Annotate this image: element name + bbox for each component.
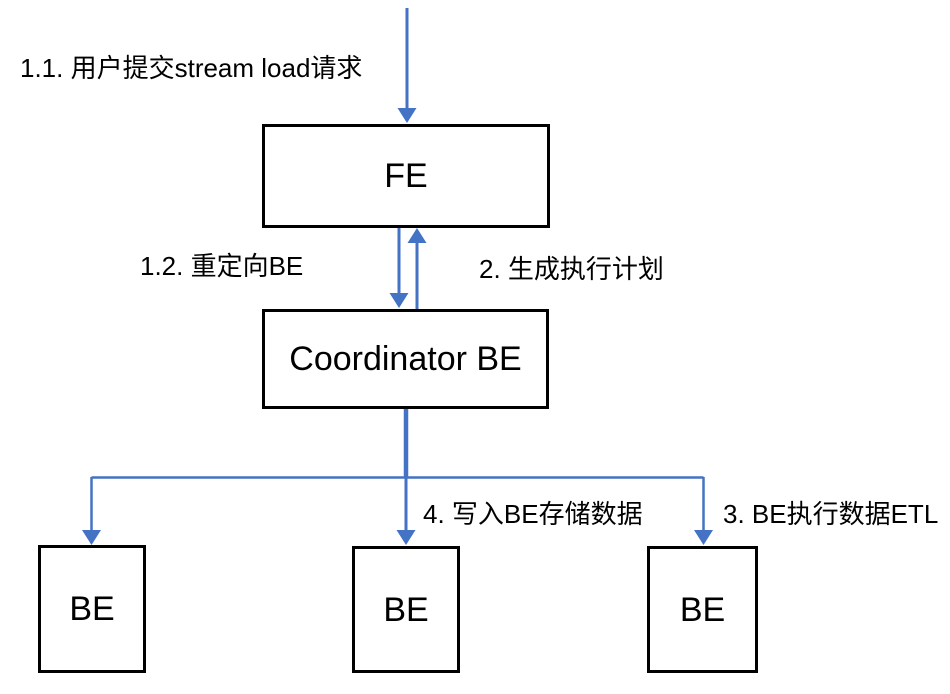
annotation-step-2: 2. 生成执行计划 — [479, 254, 664, 284]
annotation-step-1-2: 1.2. 重定向BE — [140, 251, 304, 281]
node-fe-label: FE — [384, 157, 428, 195]
node-be-2-label: BE — [383, 590, 429, 629]
arrow-coordinator-to-be3 — [694, 477, 713, 545]
node-fe: FE — [262, 124, 550, 228]
node-be-1: BE — [38, 545, 146, 673]
node-coordinator-be: Coordinator BE — [262, 309, 549, 409]
arrow-user-to-fe — [397, 8, 417, 123]
node-be-3-label: BE — [679, 590, 726, 629]
arrow-coordinator-to-fe — [407, 228, 427, 309]
node-be-1-label: BE — [69, 590, 115, 628]
node-be-3: BE — [647, 546, 758, 673]
node-coordinator-be-label: Coordinator BE — [289, 340, 522, 378]
annotation-step-1-1: 1.1. 用户提交stream load请求 — [20, 53, 363, 83]
arrow-coordinator-to-be1 — [82, 477, 101, 545]
annotation-step-4: 4. 写入BE存储数据 — [423, 499, 643, 529]
node-be-2: BE — [352, 546, 460, 673]
annotation-step-3: 3. BE执行数据ETL — [723, 499, 939, 529]
arrow-fe-to-coordinator — [389, 228, 409, 308]
arrow-coordinator-to-be2 — [396, 477, 416, 545]
